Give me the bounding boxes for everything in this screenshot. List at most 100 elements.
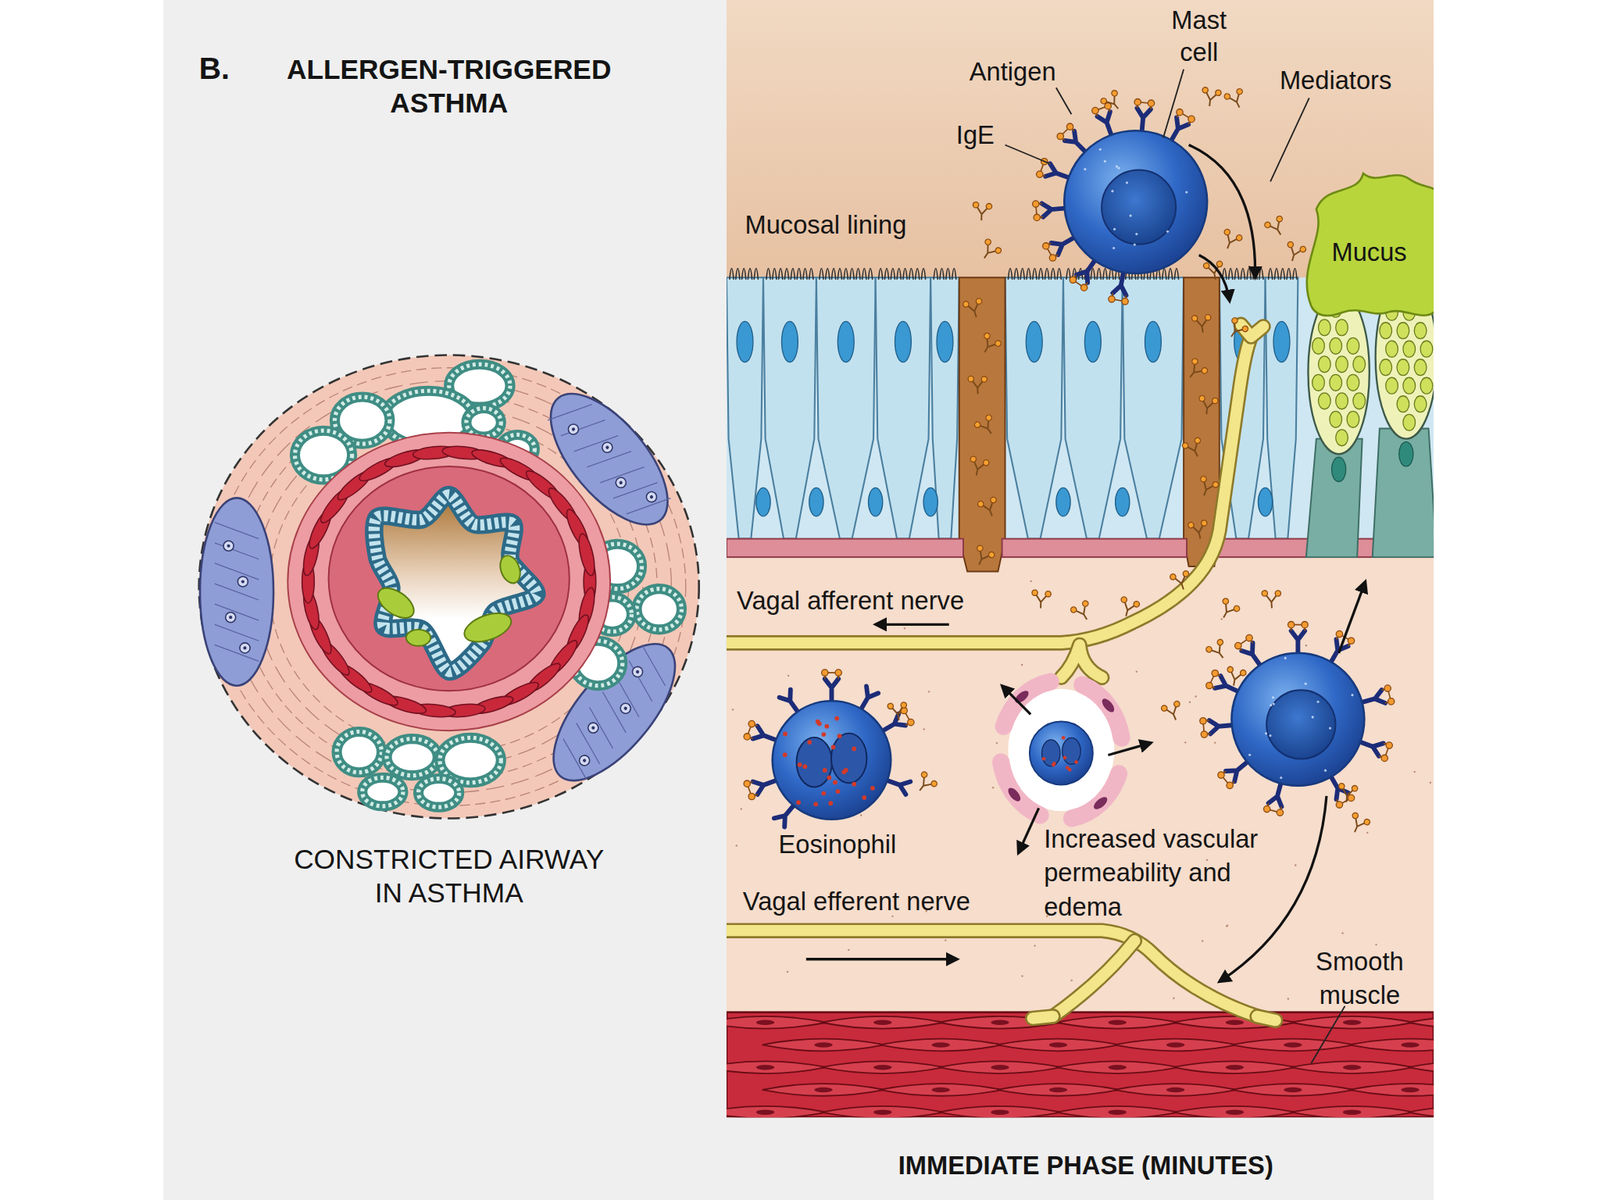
mucin-granule — [1353, 392, 1366, 410]
antigen — [1121, 298, 1129, 305]
chondrocyte — [585, 720, 600, 735]
submucosa-texture — [944, 939, 947, 941]
cilia — [1007, 268, 1012, 280]
mediator — [1173, 700, 1182, 708]
cartilage-matrix — [626, 485, 672, 527]
granule — [824, 724, 829, 729]
muscle-nucleus — [1283, 1042, 1303, 1048]
mucin-granule — [1396, 396, 1410, 413]
goblet-cell — [1372, 428, 1434, 558]
submucosa-texture — [1366, 832, 1368, 834]
mediator — [993, 339, 1002, 348]
vagal-afferent-nerve — [726, 336, 1251, 643]
mediator — [970, 455, 978, 463]
granule — [1133, 243, 1136, 247]
chondrocyte — [617, 701, 633, 716]
mediator — [1182, 570, 1190, 578]
mediator — [1211, 397, 1218, 404]
cell-nucleus — [1025, 321, 1043, 362]
mediator — [979, 335, 1000, 356]
granule — [813, 801, 818, 807]
cilia — [809, 268, 814, 280]
smooth-muscle-cell — [1407, 1106, 1434, 1118]
chondrocyte — [623, 706, 629, 711]
ige-antibody — [1268, 783, 1283, 808]
antigen — [1200, 717, 1207, 725]
mediator — [973, 421, 982, 429]
ige-antibody — [753, 725, 777, 740]
smooth-muscle-cell — [939, 1106, 1062, 1118]
mediator — [1081, 600, 1090, 608]
antigen — [1033, 214, 1040, 221]
smooth-muscle-cell — [1056, 1060, 1179, 1074]
submucosa-texture — [891, 915, 893, 918]
antigen — [1092, 107, 1099, 114]
flow-arrow — [875, 623, 950, 626]
mediator — [987, 550, 996, 559]
mucin-granule — [1379, 322, 1393, 340]
granule — [782, 752, 788, 758]
endothelial-nucleus — [1091, 794, 1110, 811]
submucosa-texture — [1071, 979, 1073, 982]
mediator — [930, 779, 939, 788]
mediator — [1199, 395, 1206, 402]
muscle-nucleus — [873, 1064, 893, 1071]
mucin-granule — [1318, 319, 1332, 336]
chondrocyte — [242, 646, 247, 650]
chondrocyte — [635, 669, 640, 675]
cartilage-matrix — [592, 692, 637, 733]
smooth-muscle-cell — [996, 1039, 1120, 1052]
airway-mucosa — [328, 466, 570, 691]
mediator — [1217, 601, 1237, 622]
columnar-cell — [1063, 277, 1123, 539]
antigen — [1069, 276, 1076, 283]
basement-membrane — [726, 539, 964, 558]
part-label: Mediators — [1279, 64, 1433, 95]
mucin-granule — [1379, 359, 1393, 376]
mediator — [1197, 395, 1219, 416]
bilobed-nucleus — [831, 733, 867, 784]
mast-cell — [1231, 653, 1365, 786]
mediator — [1110, 89, 1118, 97]
cilia — [1286, 268, 1291, 280]
submucosal-gland — [336, 731, 382, 772]
muscle-nucleus — [1107, 1064, 1127, 1071]
mediator — [975, 544, 984, 553]
mediator — [1227, 90, 1247, 111]
submucosal-gland — [466, 407, 501, 437]
cilia — [921, 268, 925, 280]
mast-cell — [1032, 98, 1208, 305]
cilia — [1168, 268, 1173, 280]
mediator — [1286, 241, 1294, 249]
cilia — [896, 268, 901, 280]
mucin-granule — [1335, 356, 1349, 373]
chondrocyte — [241, 579, 245, 583]
cilia — [1268, 268, 1273, 280]
muscle-nucleus — [1107, 1109, 1127, 1115]
mucin-granule — [1346, 374, 1360, 391]
nerve-ending — [1060, 644, 1102, 678]
submucosa-texture — [740, 807, 743, 810]
smooth-muscle-cell — [1407, 1060, 1434, 1074]
cilia — [1020, 268, 1025, 280]
flow-arrow — [1219, 796, 1327, 983]
mucin-granule — [1312, 374, 1325, 391]
chondrocyte — [223, 540, 234, 551]
smooth-muscle-cell — [1056, 1106, 1179, 1118]
smooth-muscle-ring — [287, 432, 611, 731]
mediator — [1363, 817, 1372, 826]
antigen — [1057, 132, 1064, 140]
mediator — [1349, 815, 1368, 836]
cartilage-matrix — [214, 644, 259, 661]
leader-line — [1270, 97, 1310, 182]
cilia — [1096, 268, 1101, 280]
antigen — [1381, 754, 1388, 761]
mediator — [887, 703, 894, 710]
antigen — [1200, 731, 1208, 738]
mucin-granule — [1346, 410, 1360, 428]
muscle-nucleus — [1107, 1019, 1127, 1025]
cilia — [1032, 268, 1037, 280]
muscle-nucleus — [756, 1064, 775, 1071]
cell-nucleus — [1084, 321, 1101, 362]
cartilage-matrix — [214, 603, 259, 621]
